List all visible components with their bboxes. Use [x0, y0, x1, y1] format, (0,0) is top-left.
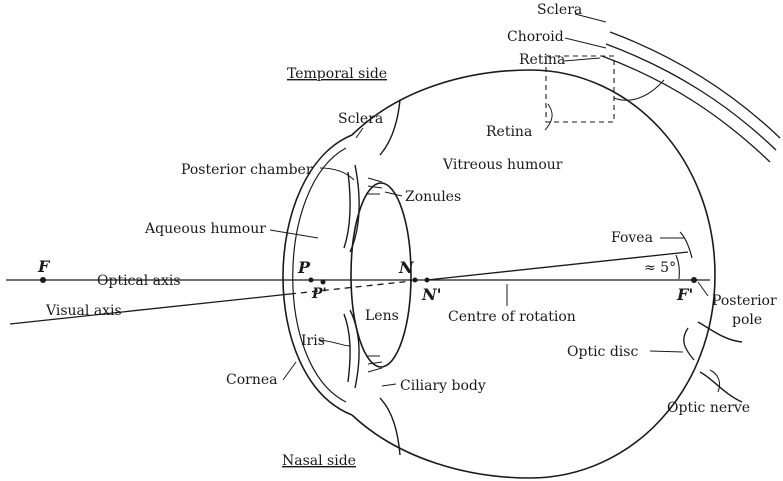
label-pole: pole	[732, 312, 762, 328]
retina-layer	[602, 56, 770, 162]
ciliary-top	[380, 100, 400, 155]
point-P-dot	[309, 278, 314, 283]
label-optic-nerve: Optic nerve	[667, 400, 750, 416]
sclera-layer	[610, 32, 780, 138]
point-N-dot	[413, 278, 418, 283]
label-point-F: F	[37, 257, 51, 276]
label-fovea: Fovea	[611, 230, 653, 246]
label-point-P: P	[297, 258, 311, 277]
label-cornea: Cornea	[226, 372, 277, 388]
point-F-prime-dot	[691, 277, 697, 283]
leader-optic-disc	[650, 351, 683, 352]
leader-cornea	[283, 362, 296, 380]
label-point-N-prime: N'	[421, 285, 442, 304]
label-nasal-side: Nasal side	[282, 453, 356, 469]
label-visual-axis: Visual axis	[45, 303, 122, 319]
leader-retina-top	[564, 58, 600, 61]
label-sclera-top: Sclera	[537, 2, 582, 18]
label-posterior: Posterior	[712, 293, 777, 309]
angle-arc	[676, 255, 679, 279]
optic-nerve-lower	[700, 372, 742, 402]
leader-posterior-pole	[698, 282, 708, 296]
leader-choroid	[565, 38, 606, 48]
leader-ciliary-body	[382, 384, 396, 386]
label-angle: ≈ 5°	[644, 260, 676, 276]
label-vitreous-humour: Vitreous humour	[442, 157, 563, 173]
label-posterior-chamber: Posterior chamber	[181, 162, 313, 178]
leader-optic-nerve	[710, 370, 720, 392]
point-N-prime-dot	[425, 278, 430, 283]
leader-aqueous	[270, 230, 318, 238]
point-P-prime-dot	[321, 280, 326, 285]
label-point-P-prime: P'	[311, 286, 327, 302]
label-optic-disc: Optic disc	[567, 344, 638, 360]
fovea-dip	[680, 232, 692, 258]
label-aqueous-humour: Aqueous humour	[144, 221, 266, 237]
label-ciliary-body: Ciliary body	[400, 378, 486, 394]
optic-disc	[684, 328, 694, 360]
label-point-F-prime: F'	[676, 285, 693, 304]
label-temporal-side: Temporal side	[287, 66, 387, 82]
label-optical-axis: Optical axis	[97, 273, 181, 289]
leader-zonules	[385, 192, 402, 196]
label-centre-of-rotation: Centre of rotation	[448, 309, 576, 325]
choroid-layer	[606, 44, 776, 150]
label-choroid: Choroid	[507, 29, 564, 45]
label-retina: Retina	[486, 124, 532, 140]
label-iris: Iris	[301, 333, 325, 349]
label-sclera: Sclera	[338, 111, 383, 127]
iris-bottom	[344, 310, 359, 388]
label-zonules: Zonules	[405, 189, 461, 205]
label-retina-top: Retina	[519, 52, 565, 68]
label-point-N: N	[398, 258, 415, 277]
point-F-dot	[40, 277, 46, 283]
label-lens: Lens	[365, 308, 399, 324]
